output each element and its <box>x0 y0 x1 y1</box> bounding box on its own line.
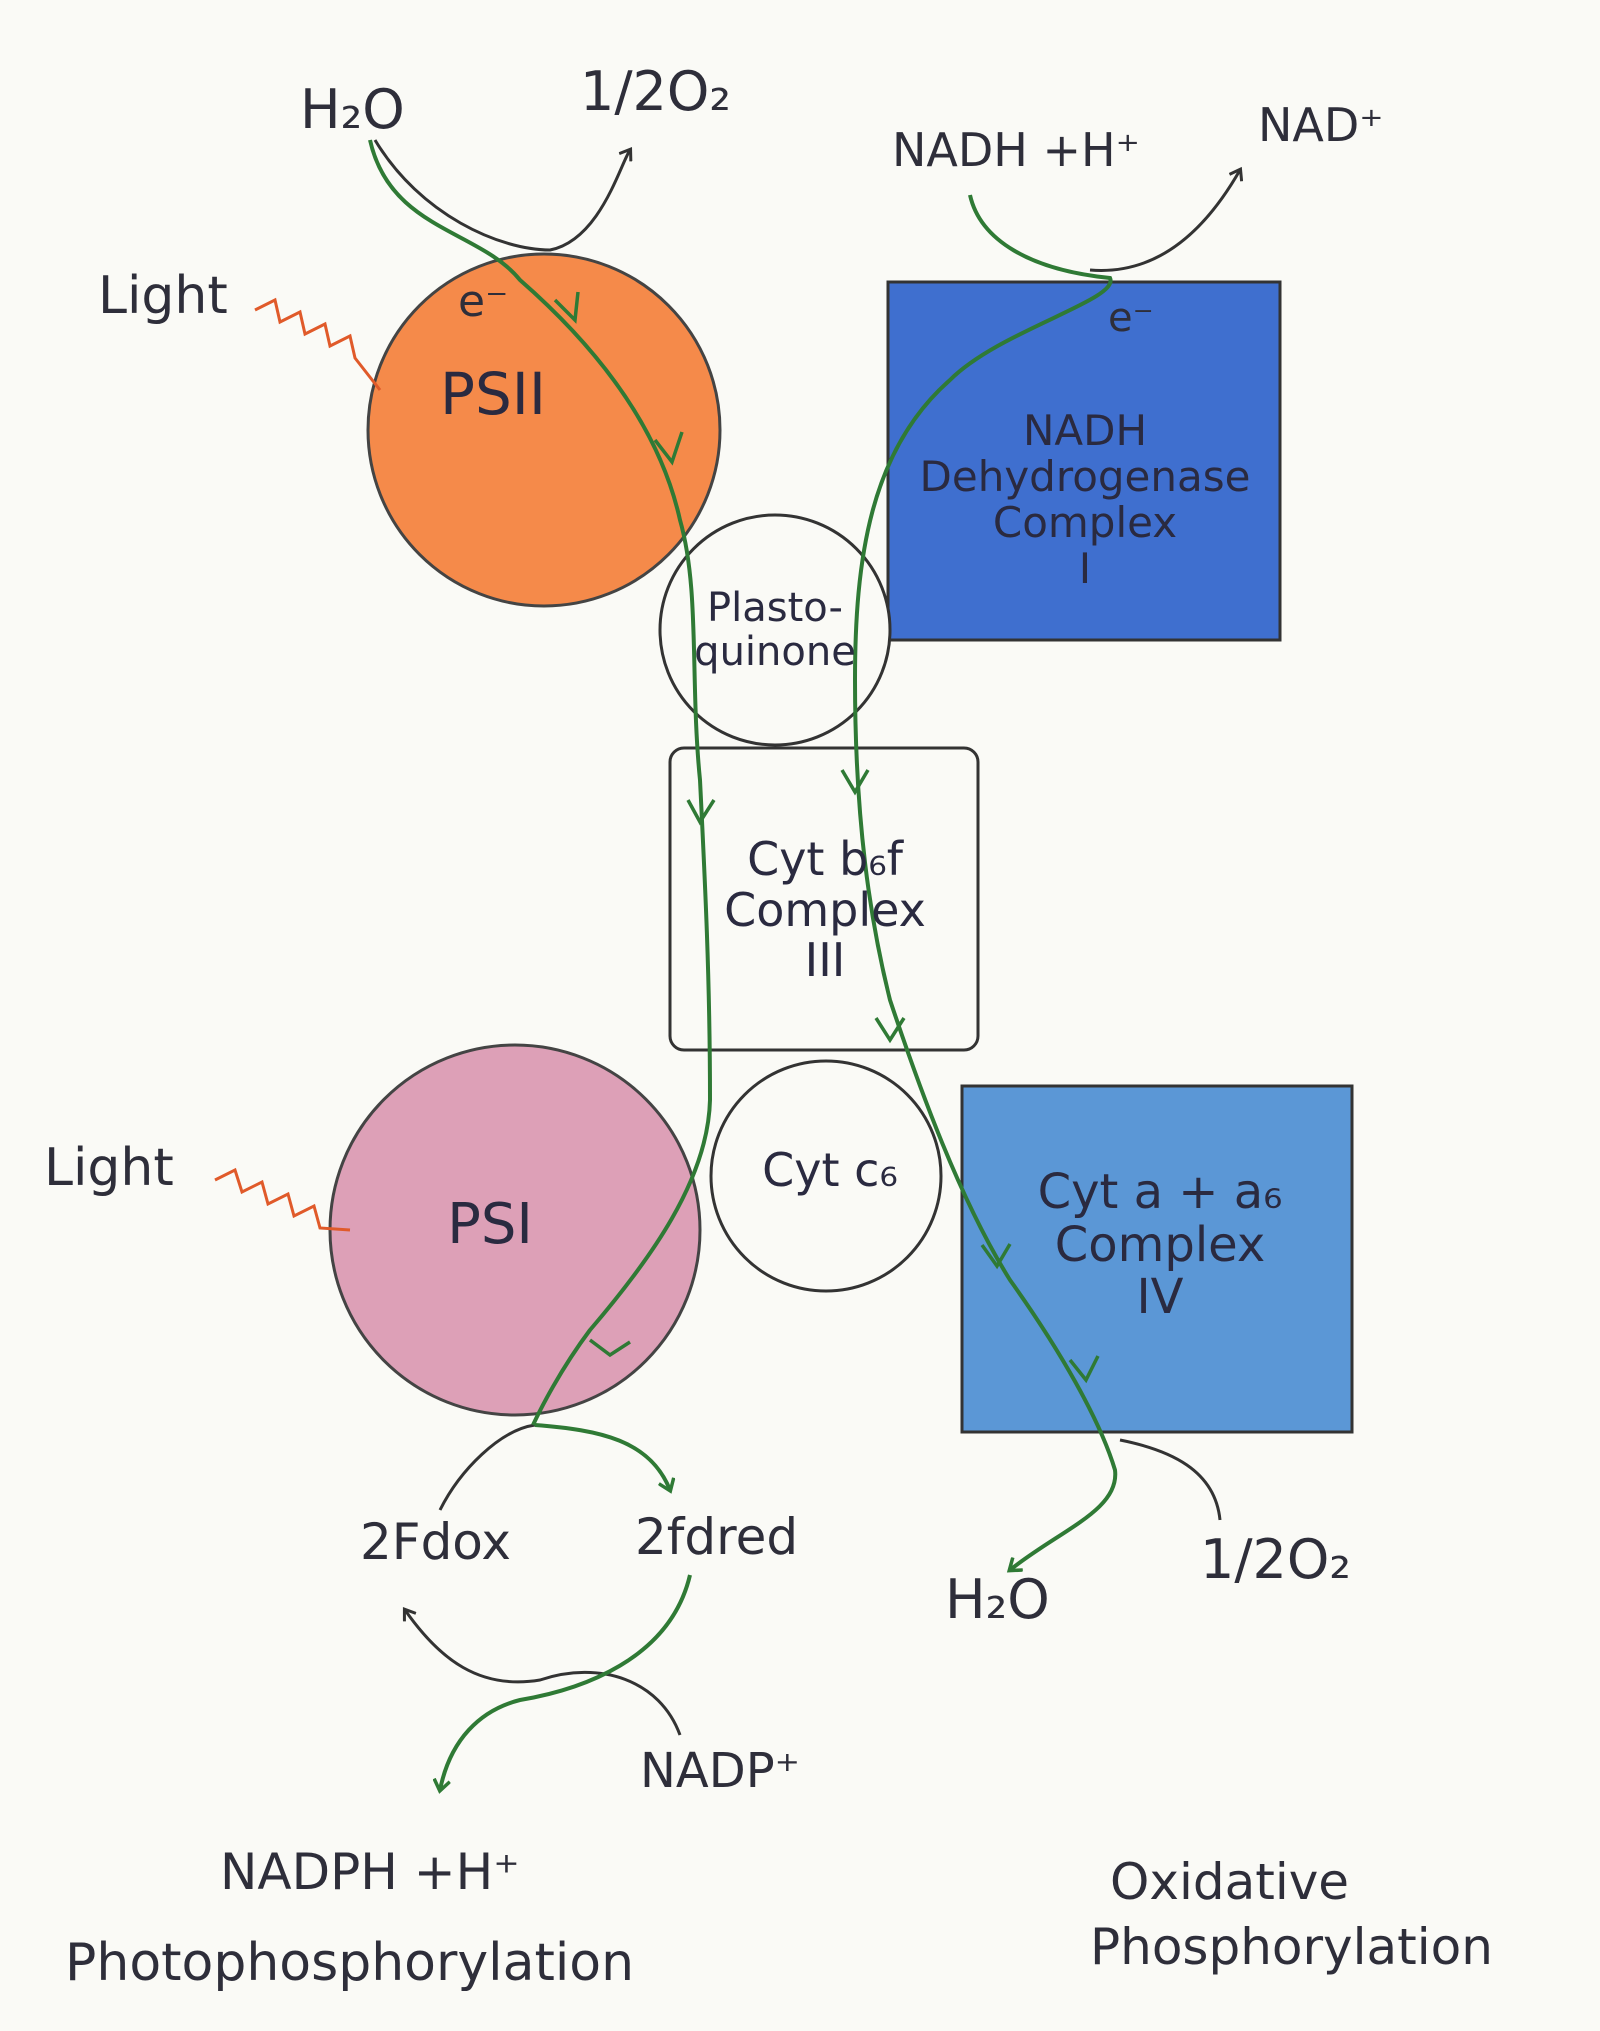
plastoquinone-line2: quinone <box>694 629 856 675</box>
psi-label: PSI <box>447 1192 533 1258</box>
psii-label: PSII <box>439 360 546 429</box>
cyt-b6f-line3: III <box>804 933 846 988</box>
electron-chevron-icon <box>588 1338 631 1358</box>
plastoquinone-label: Plasto- quinone <box>670 570 880 690</box>
caption-phosphorylation: Phosphorylation <box>1090 1918 1493 1976</box>
oxygen-label-bottom: 1/2O₂ <box>1200 1528 1352 1591</box>
electron-chevron-icon <box>840 769 870 796</box>
electron-path-psii-icon <box>368 139 713 1426</box>
nad-label: NAD⁺ <box>1258 98 1384 152</box>
water-label-bottom: H₂O <box>945 1568 1050 1631</box>
nadp-arc-icon <box>405 1610 682 1736</box>
oxygen-arc-icon <box>1119 1438 1222 1521</box>
complex4-line3: IV <box>1136 1269 1184 1326</box>
electron-path-to-fdred-icon <box>534 1423 670 1490</box>
complex1-line4: I <box>1078 544 1092 594</box>
fd-red-label: 2fdred <box>635 1508 799 1566</box>
complex4-box <box>960 1084 1354 1434</box>
nadp-label: NADP⁺ <box>640 1743 800 1799</box>
light-wave-psi-icon <box>214 1167 351 1232</box>
cyt-b6f-line2: Complex <box>724 882 926 937</box>
water-split-arc-icon <box>373 139 630 252</box>
complex4-line1: Cyt a + a₆ <box>1037 1163 1283 1220</box>
complex4-label: Cyt a + a₆ Complex IV <box>975 1120 1345 1370</box>
complex4-line2: Complex <box>1054 1216 1266 1273</box>
cyt-c6-label: Cyt c₆ <box>762 1142 898 1197</box>
complex1-line2: Dehydrogenase <box>919 451 1251 501</box>
cyt-b6f-label: Cyt b₆f Complex III <box>680 810 970 1010</box>
complex1-label: NADH Dehydrogenase Complex I <box>900 370 1270 630</box>
light-wave-psii-icon <box>254 297 382 391</box>
plastoquinone-line1: Plasto- <box>707 585 843 631</box>
cyt-b6f-box <box>668 746 980 1052</box>
nad-arc-icon <box>1089 170 1240 272</box>
complex1-line3: Complex <box>992 498 1178 547</box>
electron-chevron-icon <box>874 1017 906 1044</box>
caption-photophosphorylation: Photophosphorylation <box>65 1933 635 1993</box>
light-label-psi: Light <box>44 1138 174 1198</box>
electron-chevron-icon <box>553 291 580 324</box>
light-label-psii: Light <box>98 266 228 326</box>
electron-chevron-icon <box>980 1243 1012 1270</box>
cyt-b6f-line1: Cyt b₆f <box>747 832 903 887</box>
water-label-top: H₂O <box>300 78 405 141</box>
psii-circle <box>366 252 722 608</box>
fd-ox-arc-icon <box>438 1423 536 1511</box>
electron-label-psii: e⁻ <box>458 276 509 327</box>
nadh-label: NADH +H⁺ <box>892 123 1140 177</box>
electron-label-complex1: e⁻ <box>1108 295 1154 341</box>
fd-ox-label: 2Fdox <box>360 1513 511 1571</box>
electron-path-to-nadph-icon <box>440 1574 692 1790</box>
caption-oxidative: Oxidative <box>1110 1853 1350 1911</box>
cyt-c6-circle <box>709 1059 943 1293</box>
electron-chevron-icon <box>686 799 716 826</box>
electron-chevron-icon <box>653 431 684 466</box>
electron-path-complex1-icon <box>852 194 1118 1570</box>
complex1-box <box>886 280 1282 642</box>
plastoquinone-circle <box>658 513 892 747</box>
nadph-label: NADPH +H⁺ <box>220 1843 520 1901</box>
electron-chevron-icon <box>1068 1355 1100 1384</box>
complex1-line1: NADH <box>1022 405 1148 455</box>
oxygen-label-top: 1/2O₂ <box>580 60 732 123</box>
